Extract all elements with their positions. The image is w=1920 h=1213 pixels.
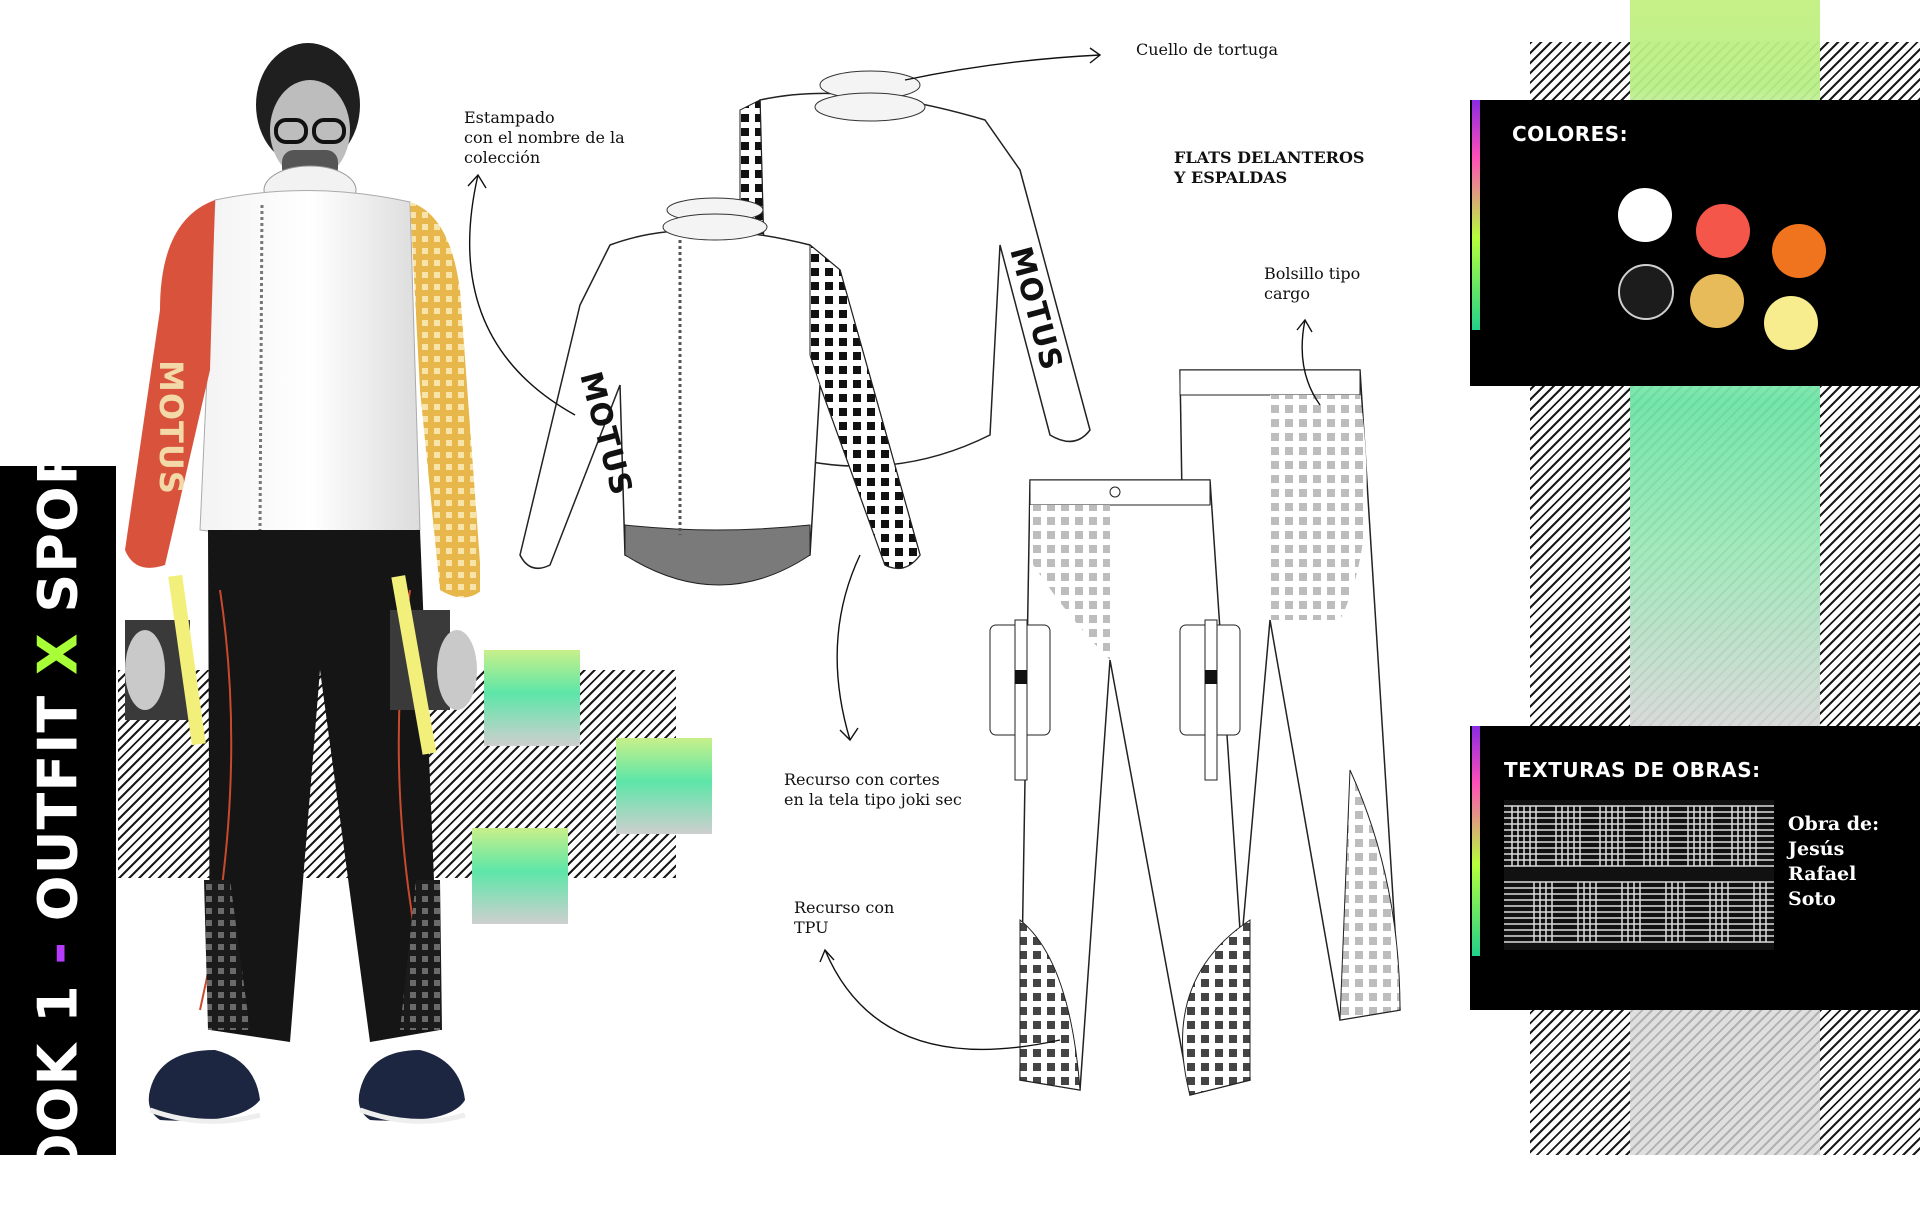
svg-text:MOTUS: MOTUS bbox=[152, 360, 190, 495]
color-swatch-pale-yellow bbox=[1764, 296, 1818, 350]
annotation-estampado: Estampado con el nombre de la colección bbox=[464, 108, 625, 167]
textures-accent-bar bbox=[1472, 726, 1480, 956]
color-swatch-coral bbox=[1696, 204, 1750, 258]
jacket-flats: MOTUS MOTUS bbox=[519, 70, 1091, 586]
gradient-square-1 bbox=[484, 650, 580, 746]
textures-panel: TEXTURAS DE OBRAS: bbox=[1470, 726, 1920, 1010]
annotation-flats: FLATS DELANTEROS Y ESPALDAS bbox=[1174, 148, 1365, 187]
colors-panel: COLORES: bbox=[1470, 100, 1920, 386]
textures-credit: Obra de: Jesús Rafael Soto bbox=[1788, 813, 1880, 910]
color-swatch-white bbox=[1618, 188, 1672, 242]
model-illustration: MOTUS bbox=[125, 43, 480, 1124]
gradient-square-2 bbox=[616, 738, 712, 834]
color-swatch-black bbox=[1618, 264, 1674, 320]
gradient-strip-right-lower bbox=[1630, 1010, 1820, 1155]
color-swatch-orange bbox=[1772, 224, 1826, 278]
annotation-cuello: Cuello de tortuga bbox=[1136, 40, 1278, 59]
annotation-arrows bbox=[467, 47, 1321, 1051]
pants-flats bbox=[989, 369, 1401, 1096]
colors-accent-bar bbox=[1472, 100, 1480, 330]
texture-swatch bbox=[1504, 800, 1774, 950]
color-swatch-mustard bbox=[1690, 274, 1744, 328]
colors-title: COLORES: bbox=[1512, 122, 1629, 146]
look-title-bar bbox=[0, 466, 116, 1155]
gradient-square-3 bbox=[472, 828, 568, 924]
annotation-recurso-tpu: Recurso con TPU bbox=[794, 898, 895, 937]
textures-title: TEXTURAS DE OBRAS: bbox=[1504, 758, 1761, 782]
annotation-bolsillo: Bolsillo tipo cargo bbox=[1264, 264, 1361, 303]
annotation-recurso-cortes: Recurso con cortes en la tela tipo joki … bbox=[784, 770, 962, 809]
